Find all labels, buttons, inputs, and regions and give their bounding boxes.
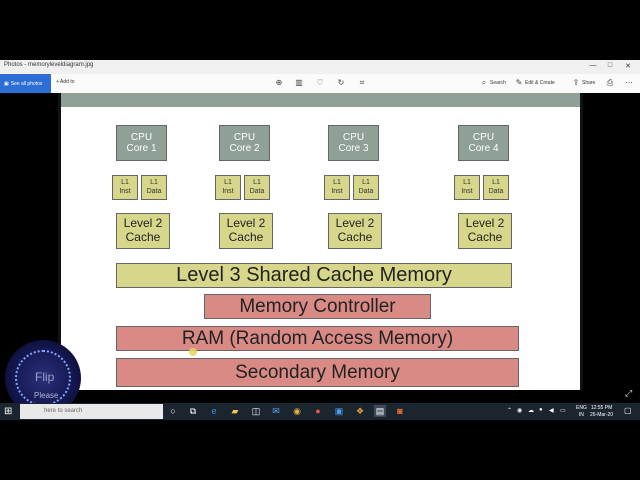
l1-inst-cache-4: L1 Inst: [454, 175, 480, 200]
close-button[interactable]: ✕: [625, 63, 631, 70]
language-indicator[interactable]: ENG IN: [576, 405, 587, 419]
plus-icon: +: [56, 79, 59, 85]
language-region: IN: [578, 412, 584, 418]
language-code: ENG: [576, 405, 587, 411]
photos-icon: ▣: [4, 80, 9, 87]
taskbar-clock[interactable]: 12:55 PM 26-Mar-20: [590, 405, 613, 419]
chrome-icon[interactable]: ◉: [293, 406, 301, 416]
slide-header-bar: [61, 93, 580, 107]
zoom-icon[interactable]: ⊕: [275, 78, 283, 87]
cpu-core-3: CPU Core 3: [328, 125, 379, 161]
edit-create-label[interactable]: Edit & Create: [525, 80, 555, 86]
edge-icon[interactable]: e: [211, 406, 217, 416]
add-to-label: Add to: [60, 79, 75, 85]
l1-inst-cache-1: L1 Inst: [112, 175, 138, 200]
l2-cache-2: Level 2 Cache: [219, 213, 273, 249]
search-icon[interactable]: ⌕: [481, 78, 487, 87]
edit-icon[interactable]: ✎: [515, 78, 523, 87]
memory-hierarchy-slide: CPU Core 1 CPU Core 2 CPU Core 3 CPU Cor…: [58, 93, 583, 390]
recorder-icon[interactable]: ◙: [397, 406, 403, 416]
cortana-icon[interactable]: ○: [170, 406, 176, 416]
see-all-photos-button[interactable]: ▣ See all photos: [0, 74, 51, 93]
store-icon[interactable]: ◫: [251, 406, 261, 416]
mouse-pointer-highlight: [189, 348, 197, 356]
photo-viewer: CPU Core 1 CPU Core 2 CPU Core 3 CPU Cor…: [0, 93, 640, 390]
tray-onedrive-icon[interactable]: ☁: [528, 408, 534, 414]
window-title: Photos - memoryleveldiagram.jpg: [4, 62, 94, 68]
l1-data-cache-3: L1 Data: [353, 175, 379, 200]
l3-shared-cache: Level 3 Shared Cache Memory: [116, 263, 512, 288]
tray-mic-icon[interactable]: ●: [539, 407, 543, 413]
notifications-icon[interactable]: ▢: [624, 406, 632, 415]
start-icon[interactable]: ⊞: [4, 406, 13, 417]
tray-volume-icon[interactable]: ◀: [549, 408, 554, 414]
l1-inst-cache-2: L1 Inst: [215, 175, 241, 200]
window-titlebar: Photos - memoryleveldiagram.jpg — □ ✕: [0, 60, 640, 74]
tray-network-icon[interactable]: ◉: [517, 408, 523, 414]
see-all-photos-label: See all photos: [10, 80, 43, 87]
file-explorer-icon[interactable]: ▰: [231, 406, 239, 416]
tray-chevron-icon[interactable]: ⌃: [507, 408, 513, 414]
l1-data-cache-2: L1 Data: [244, 175, 270, 200]
l2-cache-4: Level 2 Cache: [458, 213, 512, 249]
print-icon[interactable]: ⎙: [606, 78, 614, 87]
cpu-core-1: CPU Core 1: [116, 125, 167, 161]
taskbar-search-placeholder: here to search: [44, 408, 83, 414]
fullscreen-icon[interactable]: ⤢: [625, 388, 633, 398]
maximize-button[interactable]: □: [607, 62, 613, 69]
windows-taskbar: ⊞ here to search ○ ⧉ e ▰ ◫ ✉ ◉ ● ▣ ❖ ▤ ◙…: [0, 403, 640, 420]
cpu-core-2: CPU Core 2: [219, 125, 270, 161]
l1-inst-cache-3: L1 Inst: [324, 175, 350, 200]
share-icon[interactable]: ⇪: [572, 78, 580, 87]
mail-icon[interactable]: ✉: [272, 406, 280, 416]
minimize-button[interactable]: —: [589, 62, 597, 69]
share-label[interactable]: Share: [582, 80, 596, 86]
opera-icon[interactable]: ●: [315, 406, 321, 416]
l1-data-cache-1: L1 Data: [141, 175, 167, 200]
rotate-icon[interactable]: ↻: [337, 78, 345, 87]
l1-data-cache-4: L1 Data: [483, 175, 509, 200]
tray-battery-icon[interactable]: ▭: [560, 408, 566, 414]
crop-icon[interactable]: ⌗: [359, 78, 365, 87]
photos-toolbar: ▣ See all photos + Add to ⊕ ▥ ♡ ↻ ⌗ ⌕ Se…: [0, 74, 640, 93]
memory-controller: Memory Controller: [204, 294, 431, 319]
task-view-icon[interactable]: ⧉: [189, 406, 197, 416]
search-label[interactable]: Search: [490, 80, 506, 86]
clock-date: 26-Mar-20: [590, 412, 614, 418]
heart-icon[interactable]: ♡: [316, 78, 324, 87]
clock-time: 12:55 PM: [590, 405, 613, 411]
app-icon[interactable]: ❖: [355, 406, 365, 416]
photos-taskbar-icon[interactable]: ▤: [374, 405, 386, 417]
overlay-text-line2: Please: [34, 391, 59, 400]
overlay-text-line1: Flip: [35, 370, 55, 384]
secondary-memory: Secondary Memory: [116, 358, 519, 387]
l2-cache-1: Level 2 Cache: [116, 213, 170, 249]
delete-icon[interactable]: ▥: [295, 78, 303, 87]
l2-cache-3: Level 2 Cache: [328, 213, 382, 249]
more-icon[interactable]: ⋯: [625, 78, 633, 87]
ram-block: RAM (Random Access Memory): [116, 326, 519, 351]
taskbar-search-box[interactable]: here to search: [20, 404, 163, 419]
add-to-button[interactable]: + Add to: [56, 79, 75, 85]
photoshop-icon[interactable]: ▣: [334, 406, 344, 416]
cpu-core-4: CPU Core 4: [458, 125, 509, 161]
